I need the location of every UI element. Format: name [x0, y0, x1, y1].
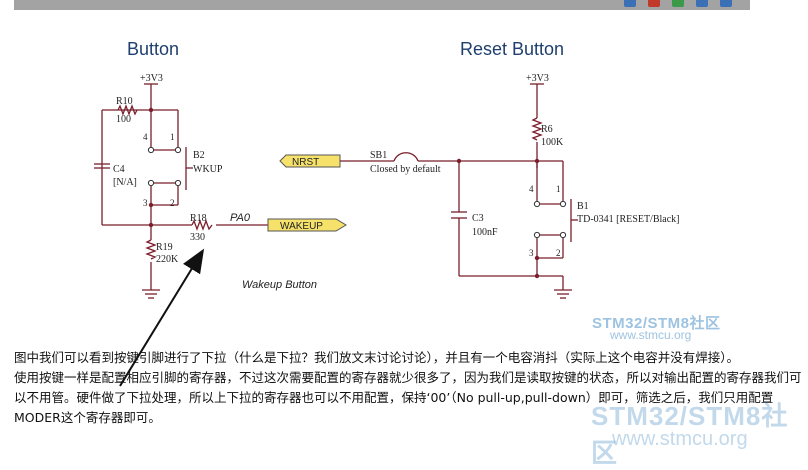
c4-ref: C4	[113, 164, 125, 175]
c3-value: 100nF	[472, 227, 498, 238]
switch-contact	[533, 231, 541, 239]
switch-contact	[147, 146, 155, 154]
wakeup-port-label: WAKEUP	[280, 221, 323, 232]
b2-pin-4: 4	[143, 132, 148, 142]
junction-dot	[534, 158, 540, 164]
toolbar-button-2[interactable]	[648, 0, 660, 7]
toolbar-button-5[interactable]	[720, 0, 732, 7]
b2-pin-1: 1	[170, 132, 175, 142]
r6-resistor	[531, 117, 543, 141]
switch-contact	[174, 179, 182, 187]
nrst-port-label: NRST	[292, 157, 319, 168]
switch-contact	[533, 200, 541, 208]
sb1-ref: SB1	[370, 150, 387, 161]
c3-ref: C3	[472, 213, 484, 224]
c4-value: [N/A]	[113, 177, 137, 188]
top-toolbar	[14, 0, 750, 10]
left-title: Button	[127, 39, 179, 59]
b1-pin-4: 4	[529, 184, 534, 194]
article-text: 图中我们可以看到按键引脚进行了下拉（什么是下拉？我们放文末讨论讨论），并且有一个…	[14, 348, 806, 428]
right-power-label: +3V3	[526, 73, 549, 84]
r10-ref: R10	[116, 96, 133, 107]
b2-value: WKUP	[193, 164, 223, 175]
toolbar-button-4[interactable]	[696, 0, 708, 7]
watermark-overlay-url: www.stmcu.org	[612, 428, 748, 450]
b2-pin-2: 2	[170, 198, 175, 208]
left-wiring	[94, 83, 268, 299]
r19-value: 220K	[156, 254, 179, 265]
junction-dot	[148, 107, 154, 113]
junction-dot	[148, 222, 154, 228]
b1-pin-1: 1	[556, 184, 561, 194]
left-power-label: +3V3	[140, 73, 163, 84]
b1-pin-3: 3	[529, 248, 534, 258]
watermark-overlay-logo: STM32/STM8社区	[591, 401, 789, 468]
switch-contact	[174, 146, 182, 154]
r19-resistor	[145, 239, 157, 260]
right-wiring	[340, 83, 578, 299]
r18-value: 330	[190, 232, 205, 243]
b2-pin-3: 3	[143, 198, 148, 208]
b1-pin-2: 2	[556, 248, 561, 258]
r6-ref: R6	[541, 124, 553, 135]
net-label-pa0: PA0	[230, 212, 251, 224]
watermark-url: www.stmcu.org	[610, 328, 692, 342]
junction-dot	[534, 255, 540, 261]
r6-value: 100K	[541, 137, 564, 148]
junction-dot	[148, 202, 154, 208]
switch-contact	[559, 200, 567, 208]
junction-dot	[534, 273, 540, 279]
toolbar-button-3[interactable]	[672, 0, 684, 7]
article-paragraph-1: 图中我们可以看到按键引脚进行了下拉（什么是下拉？我们放文末讨论讨论），并且有一个…	[14, 350, 740, 365]
right-title: Reset Button	[460, 39, 564, 59]
r18-ref: R18	[190, 213, 207, 224]
r10-resistor	[117, 104, 138, 116]
wakeup-caption: Wakeup Button	[242, 279, 317, 291]
annotation-arrow	[119, 248, 205, 387]
watermark-logo: STM32/STM8社区	[592, 315, 721, 332]
b2-ref: B2	[193, 150, 205, 161]
r19-ref: R19	[156, 242, 173, 253]
toolbar-button-1[interactable]	[624, 0, 636, 7]
junction-dot	[456, 158, 462, 164]
b1-ref: B1	[577, 201, 589, 212]
r10-value: 100	[116, 114, 131, 125]
sb1-solder-bridge	[393, 152, 419, 162]
switch-contact	[559, 231, 567, 239]
article-paragraph-2: 使用按键一样是配置相应引脚的寄存器，不过这次需要配置的寄存器就少很多了，因为我们…	[14, 370, 802, 425]
nrst-port: NRST	[279, 154, 341, 168]
switch-contact	[147, 179, 155, 187]
r18-resistor	[191, 219, 213, 231]
sb1-value: Closed by default	[370, 164, 441, 175]
wakeup-port: WAKEUP	[267, 218, 347, 232]
b1-value: TD-0341 [RESET/Black]	[577, 214, 679, 225]
